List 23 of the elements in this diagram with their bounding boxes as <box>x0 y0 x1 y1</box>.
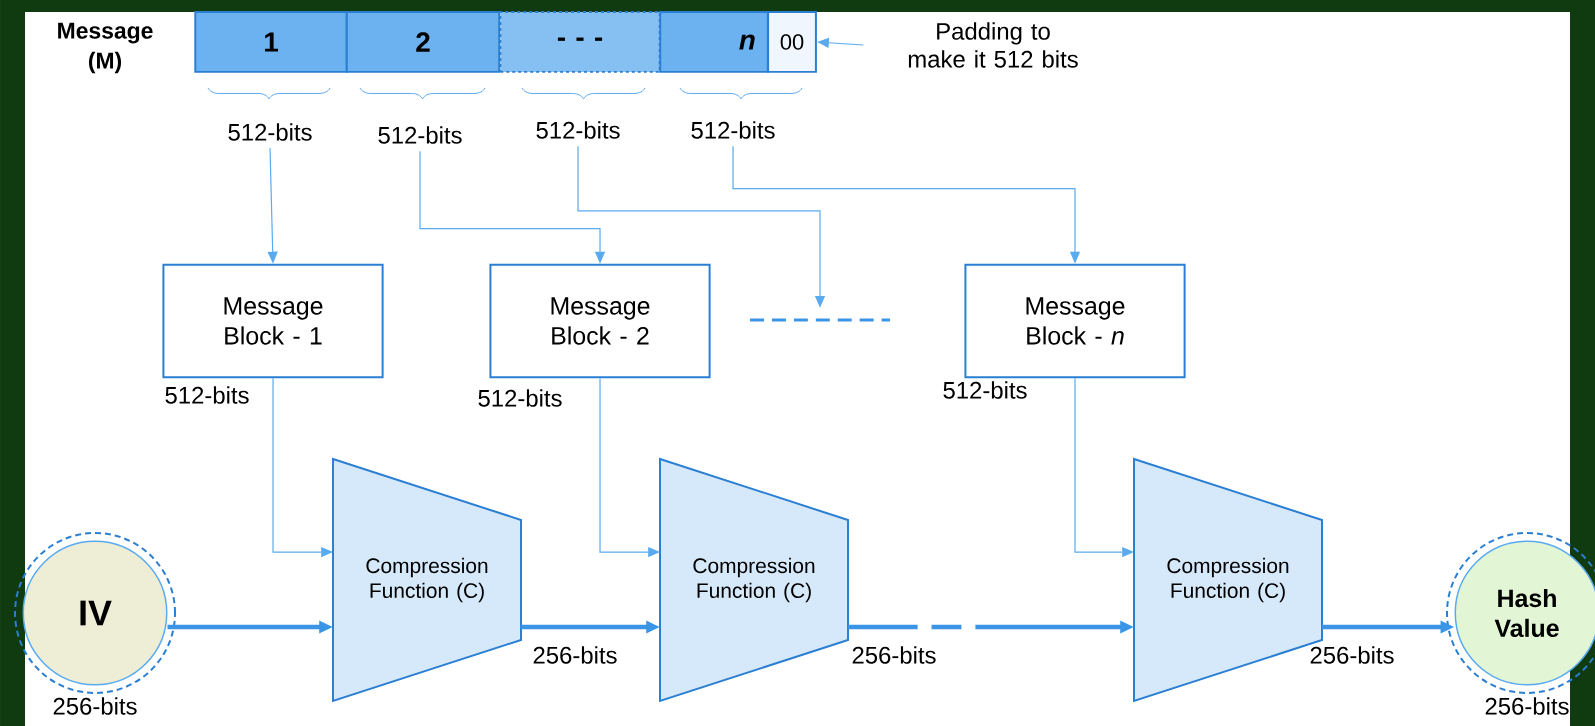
message-block-box: Message Block - 1 <box>162 263 384 379</box>
size-label: 256-bits <box>1485 697 1569 715</box>
message-segment: 1 <box>194 11 348 73</box>
message-block-box: Message Block - 2 <box>489 263 711 379</box>
edge-label: 256-bits <box>1308 645 1396 665</box>
size-label: 512-bits <box>536 121 620 139</box>
padding-segment: 00 <box>767 11 817 73</box>
row-label: Message (M) <box>58 22 153 74</box>
size-label: 512-bits <box>691 121 775 139</box>
message-block-box: Message Block - n <box>964 263 1186 379</box>
edge-label: 256-bits <box>531 645 619 665</box>
edge-label: 512-bits <box>163 385 251 405</box>
message-segment: n <box>659 11 769 73</box>
continuation-dashes <box>750 318 890 322</box>
message-segment: - - - <box>499 11 661 73</box>
message-segment: 2 <box>345 11 501 73</box>
size-label: 512-bits <box>228 123 312 141</box>
note-text: Padding to make it 512 bits <box>908 22 1078 68</box>
edge-label: 256-bits <box>850 645 938 665</box>
size-label: 256-bits <box>53 697 137 715</box>
edge-label: 512-bits <box>941 380 1029 400</box>
edge-label: 512-bits <box>476 388 564 408</box>
size-label: 512-bits <box>378 126 462 144</box>
